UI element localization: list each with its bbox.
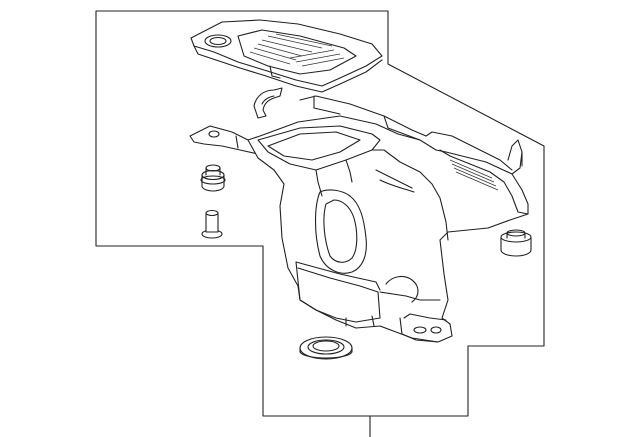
assembly-boundary (95, 10, 545, 417)
rubber-grommet-icon (200, 164, 226, 192)
hose-clip-icon (253, 87, 283, 119)
mounting-collar-icon (201, 209, 223, 239)
housing-mount-grommet-icon (500, 229, 532, 257)
air-cleaner-cover-icon (190, 19, 383, 93)
air-cleaner-housing-icon (247, 95, 529, 343)
seal-ring-icon (299, 336, 353, 360)
